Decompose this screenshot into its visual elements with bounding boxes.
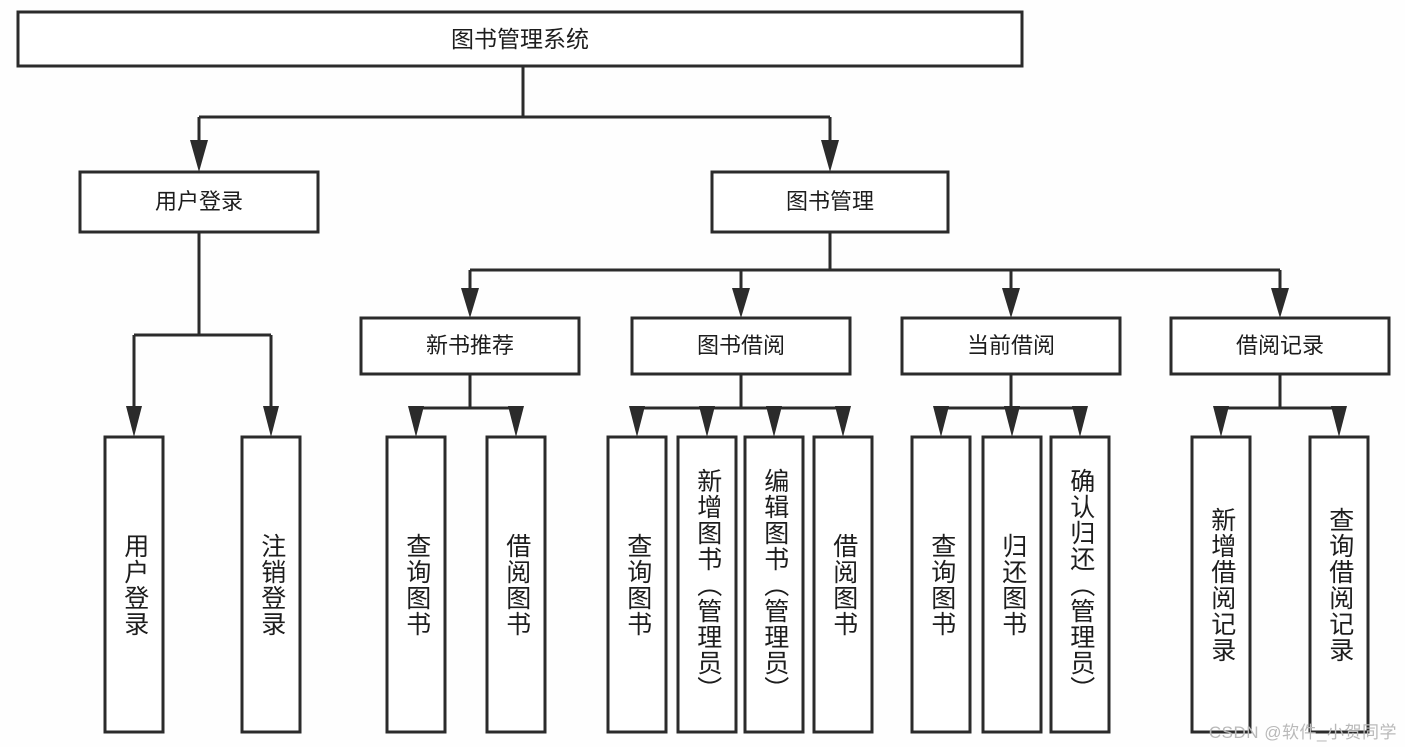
node-new-book-rec-label: 新书推荐	[426, 333, 514, 358]
node-user-login-rect[interactable]	[78, 170, 320, 234]
leaf-query-book-rec-rect[interactable]	[385, 435, 447, 734]
watermark-text: CSDN @软件_小贺同学	[1208, 723, 1397, 742]
leaf-return-book-rect[interactable]	[981, 435, 1043, 734]
leaf-query-book-cur-rect[interactable]	[910, 435, 972, 734]
arrowhead-borrow-record	[1271, 288, 1289, 318]
node-user-login[interactable]: 用户登录	[78, 170, 320, 234]
node-root[interactable]: 图书管理系统	[16, 10, 1024, 68]
connectors-group	[126, 66, 1347, 437]
leaf-query-record-rect[interactable]	[1308, 435, 1370, 734]
arrowhead-book-borrow	[732, 288, 750, 318]
node-new-book-rec-rect[interactable]	[359, 316, 581, 376]
node-current-borrow-rect[interactable]	[900, 316, 1122, 376]
node-book-borrow-label: 图书借阅	[697, 333, 785, 358]
arrowhead-leaf-borrow-book-brw	[835, 406, 851, 437]
arrowhead-leaf-user-login	[126, 406, 142, 437]
node-borrow-record-label: 借阅记录	[1236, 333, 1324, 358]
leaf-borrow-book-brw-rect[interactable]	[812, 435, 874, 734]
leaf-confirm-return-rect[interactable]	[1049, 435, 1111, 734]
leaf-user-logout-rect[interactable]	[240, 435, 302, 734]
node-borrow-record-rect[interactable]	[1169, 316, 1391, 376]
node-new-book-rec[interactable]: 新书推荐	[359, 316, 581, 376]
arrowhead-leaf-edit-book	[766, 406, 782, 437]
nodes-group: 图书管理系统 用户登录 图书管理 新书推荐 图书借阅 当前	[16, 10, 1391, 734]
node-book-manage-rect[interactable]	[710, 170, 950, 234]
node-book-manage-label: 图书管理	[786, 189, 874, 214]
arrowhead-new-book-rec	[461, 288, 479, 318]
arrowhead-leaf-query-record	[1331, 406, 1347, 437]
leaf-add-record-rect[interactable]	[1190, 435, 1252, 734]
arrowhead-user-login	[190, 140, 208, 172]
arrowhead-leaf-query-book-brw	[629, 406, 645, 437]
node-current-borrow-label: 当前借阅	[967, 333, 1055, 358]
node-book-borrow[interactable]: 图书借阅	[630, 316, 852, 376]
arrowhead-leaf-return-book	[1004, 406, 1020, 437]
node-root-label: 图书管理系统	[451, 26, 589, 52]
leaf-user-login-rect[interactable]	[103, 435, 165, 734]
node-current-borrow[interactable]: 当前借阅	[900, 316, 1122, 376]
arrowhead-leaf-user-logout	[263, 406, 279, 437]
arrowhead-leaf-query-book-cur	[933, 406, 949, 437]
leaf-add-book-rect[interactable]	[676, 435, 738, 734]
leaf-query-book-brw-rect[interactable]	[606, 435, 668, 734]
arrowhead-leaf-add-book	[699, 406, 715, 437]
node-borrow-record[interactable]: 借阅记录	[1169, 316, 1391, 376]
leaf-edit-book-rect[interactable]	[743, 435, 805, 734]
arrowhead-leaf-add-record	[1213, 406, 1229, 437]
arrowhead-leaf-borrow-book-rec	[508, 406, 524, 437]
node-book-manage[interactable]: 图书管理	[710, 170, 950, 234]
node-user-login-label: 用户登录	[155, 189, 243, 214]
arrowhead-current-borrow	[1002, 288, 1020, 318]
arrowhead-book-manage	[821, 140, 839, 172]
leaf-borrow-book-rec-rect[interactable]	[485, 435, 547, 734]
node-book-borrow-rect[interactable]	[630, 316, 852, 376]
arrowhead-leaf-query-book-rec	[408, 406, 424, 437]
node-root-rect[interactable]	[16, 10, 1024, 68]
arrowhead-leaf-confirm-return	[1072, 406, 1088, 437]
